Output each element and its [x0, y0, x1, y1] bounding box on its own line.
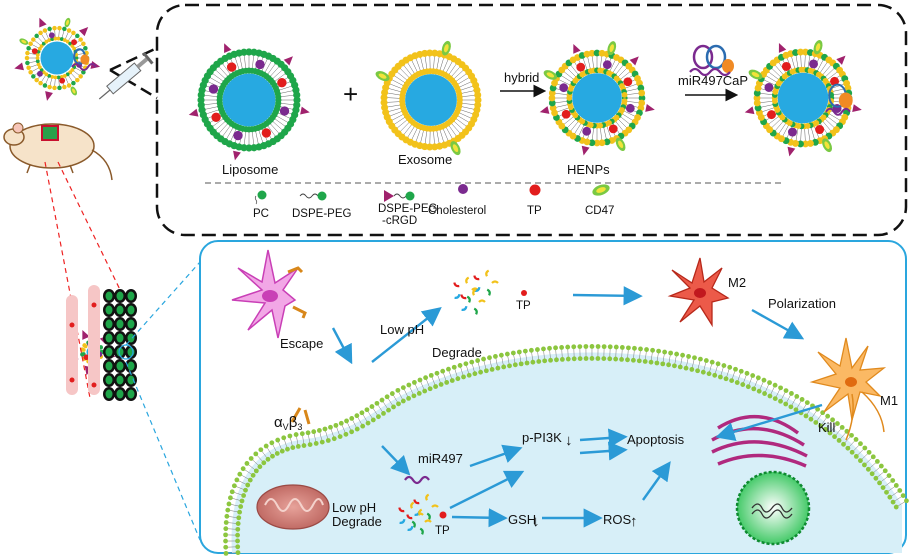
apoptosis-label: Apoptosis — [627, 432, 685, 447]
gsh-down-arrow: ↓ — [532, 513, 540, 530]
liposome-label: Liposome — [222, 162, 278, 177]
legend-dspe-peg-label: DSPE-PEG — [292, 208, 351, 220]
legend-dspe-peg-icon — [299, 193, 319, 199]
henps-label: HENPs — [567, 162, 610, 177]
m1-macrophage — [809, 337, 887, 441]
integrin-label: αVβ3 — [274, 414, 302, 432]
mirna-complex-icon — [689, 44, 734, 77]
tp-dot-bottom — [439, 511, 447, 519]
mir497-icon — [404, 475, 430, 485]
legend-dspe-peg-crgd-label-2: -cRGD — [382, 215, 417, 227]
legend-cholesterol-icon — [458, 184, 468, 194]
mouse-illustration — [3, 122, 113, 181]
legend-tp-icon — [529, 184, 541, 196]
integrin-receptor — [290, 407, 311, 425]
degrade-label-2: Degrade — [332, 514, 382, 529]
p-pi3k-label: p-PI3K — [522, 430, 562, 445]
m2-label: M2 — [728, 275, 746, 290]
legend-tp-label: TP — [527, 205, 542, 217]
legend-dspe-peg-crgd-label-1: DSPE-PEG — [378, 203, 437, 215]
degrade-label: Degrade — [432, 345, 482, 360]
tp-label-top: TP — [516, 300, 531, 312]
legend-pc-label: PC — [253, 208, 269, 220]
nucleus — [735, 470, 811, 546]
small-henps-vesicle — [14, 17, 101, 101]
henps-mir-vesicle — [744, 40, 862, 157]
kill-label: Kill — [818, 420, 835, 435]
tp-dot-top — [521, 290, 527, 296]
polarization-label: Polarization — [768, 296, 836, 311]
tp-label-bottom: TP — [435, 525, 450, 537]
liposome-vesicle — [188, 43, 310, 161]
legend-cholesterol-label: Cholesterol — [428, 205, 486, 217]
tumor-tissue — [66, 285, 137, 401]
m1-label: M1 — [880, 393, 898, 408]
m2-macrophage — [667, 257, 730, 328]
macrophage-purple — [231, 249, 307, 339]
gsh-label: GSH — [508, 512, 536, 527]
exosome-vesicle — [375, 40, 482, 156]
legend-icons — [254, 184, 610, 205]
low-ph-label-2: Low pH — [332, 500, 376, 515]
legend-pc-icon — [257, 190, 267, 200]
p-pi3k-down-arrow: ↓ — [565, 432, 573, 449]
plus-sign: + — [343, 79, 358, 109]
hybrid-label: hybrid — [504, 70, 539, 85]
pathway-arrows — [331, 286, 823, 528]
cell-membrane — [223, 344, 909, 556]
ros-label: ROS — [603, 512, 632, 527]
low-ph-label: Low pH — [380, 322, 424, 337]
ros-up-arrow: ↑ — [630, 513, 638, 530]
legend-cd47-icon — [592, 184, 610, 196]
exosome-label: Exosome — [398, 152, 452, 167]
henps-vesicle — [539, 41, 655, 156]
mitochondrion — [256, 484, 330, 530]
top-dashed-panel — [155, 3, 908, 237]
escape-label: Escape — [280, 336, 323, 351]
legend-cd47-label: CD47 — [585, 205, 614, 217]
legend-crgd-icon — [384, 190, 394, 202]
syringe-icon — [98, 51, 154, 100]
mirna-complex-label: miR497CaP — [678, 73, 748, 88]
mir497-label: miR497 — [418, 451, 463, 466]
